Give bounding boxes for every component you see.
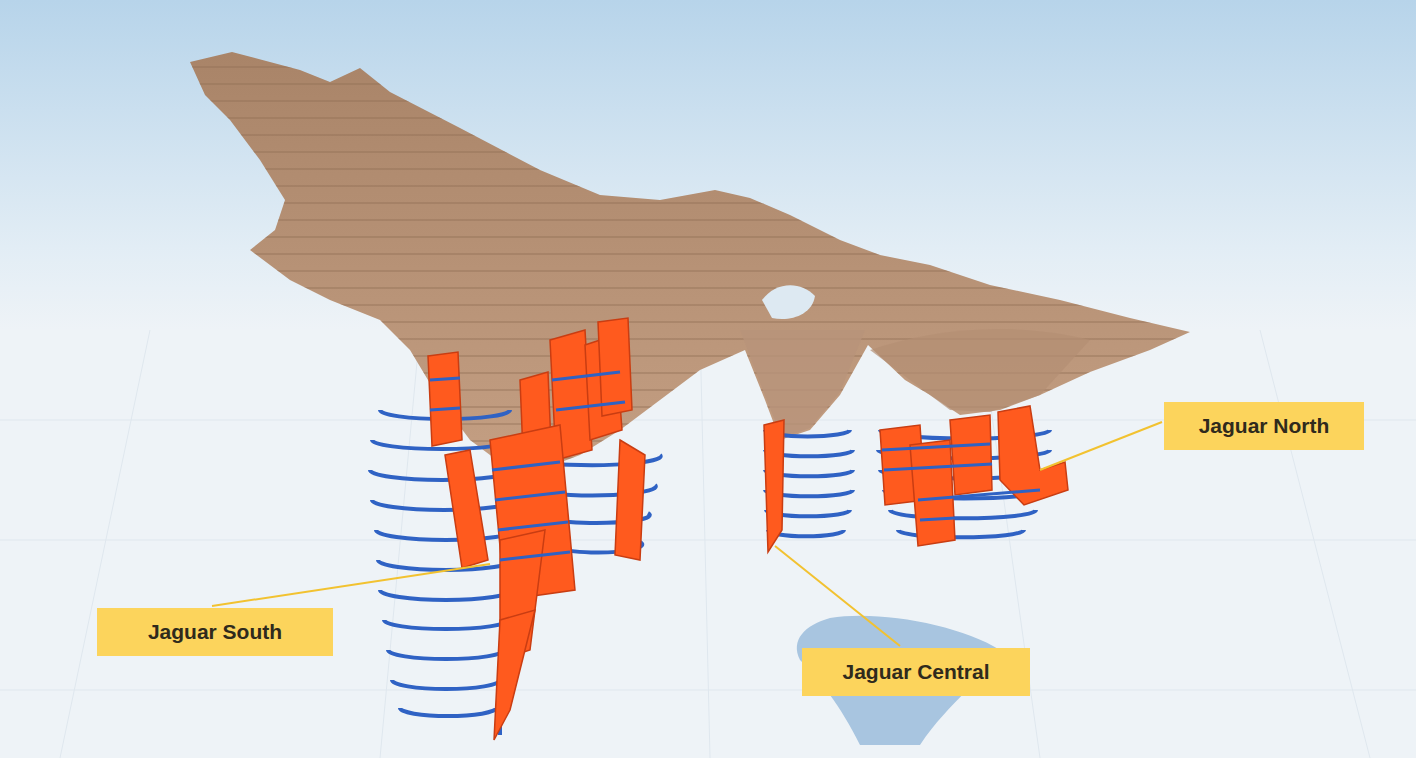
callout-label: Jaguar Central: [802, 648, 1030, 696]
ground-grid: [0, 330, 1416, 758]
ore-blocks: [428, 318, 1068, 740]
drill-spirals: [370, 410, 1050, 735]
callout-label: Jaguar North: [1164, 402, 1364, 450]
rock-model: [190, 52, 1190, 470]
callout-text: Jaguar Central: [842, 659, 989, 684]
callout-text: Jaguar North: [1199, 413, 1330, 438]
callout-text: Jaguar South: [148, 619, 282, 644]
block-ties: [430, 372, 1040, 560]
leader-lines: [212, 422, 1162, 646]
ground-plane: [0, 330, 1416, 758]
callout-label: Jaguar South: [97, 608, 333, 656]
